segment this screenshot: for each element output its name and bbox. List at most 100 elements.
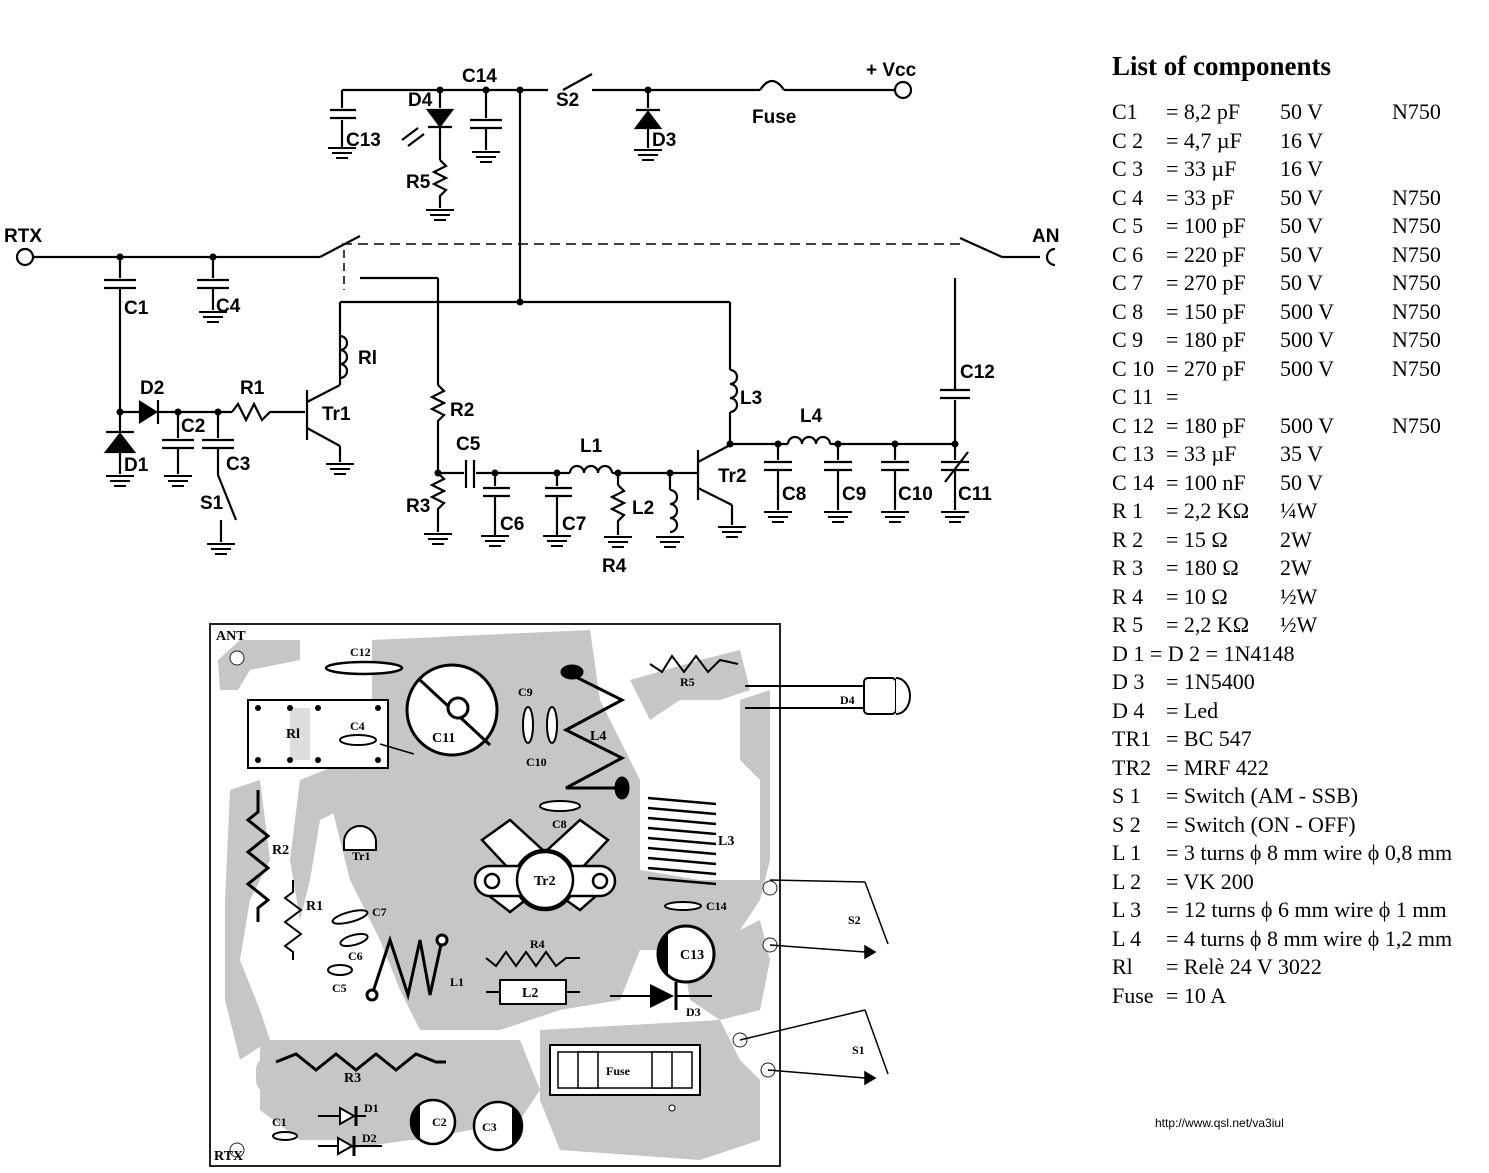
label-rtx: RTX bbox=[4, 226, 42, 247]
component-value: = 2,2 KΩ bbox=[1166, 498, 1250, 523]
pcb-label-c14: C14 bbox=[706, 899, 727, 913]
component-rating: 500 V bbox=[1280, 412, 1334, 438]
component-ref: C 10 bbox=[1112, 355, 1155, 381]
label-c4: C4 bbox=[216, 296, 241, 317]
component-rating: 2W bbox=[1280, 555, 1312, 580]
label-c1: C1 bbox=[124, 298, 149, 319]
label-l2: L2 bbox=[632, 498, 654, 519]
component-value: = Relè 24 V 3022 bbox=[1166, 954, 1322, 979]
label-d3: D3 bbox=[652, 130, 676, 151]
component-ref: Rl bbox=[1112, 954, 1133, 979]
component-rating: 50 V bbox=[1280, 213, 1323, 238]
component-tempco: N750 bbox=[1392, 270, 1441, 295]
pcb-label-l4: L4 bbox=[590, 729, 606, 744]
component-ref: L 1 bbox=[1112, 840, 1142, 865]
component-row: L 1= 3 turns ϕ 8 mm wire ϕ 0,8 mm bbox=[1112, 839, 1482, 868]
component-tempco: N750 bbox=[1392, 327, 1441, 352]
component-value: = 1N5400 bbox=[1166, 669, 1255, 694]
component-ref: R 3 bbox=[1112, 555, 1144, 580]
pcb-label-c6: C6 bbox=[348, 949, 363, 963]
label-d2: D2 bbox=[140, 378, 164, 399]
label-c13: C13 bbox=[346, 130, 381, 151]
pcb-label-r2: R2 bbox=[272, 843, 289, 858]
component-ref: L 3 bbox=[1112, 897, 1142, 922]
component-row: D 4= Led bbox=[1112, 697, 1482, 726]
component-value: = 33 pF bbox=[1166, 184, 1235, 210]
component-ref: C 9 bbox=[1112, 327, 1144, 352]
component-ref: D 4 bbox=[1112, 697, 1145, 723]
component-value: = 150 pF bbox=[1166, 298, 1246, 324]
component-row: S 2 = Switch (ON - OFF) bbox=[1112, 811, 1482, 840]
label-r3: R3 bbox=[406, 496, 430, 517]
pcb-label-c10: C10 bbox=[526, 755, 547, 769]
component-ref: C 13 bbox=[1112, 441, 1155, 466]
component-row: Rl = Relè 24 V 3022 bbox=[1112, 953, 1482, 982]
pcb-label-d3: D3 bbox=[686, 1005, 701, 1019]
component-value: = bbox=[1166, 384, 1179, 409]
component-value: = BC 547 bbox=[1166, 726, 1252, 751]
component-row: C 11= bbox=[1112, 383, 1482, 412]
component-value: = VK 200 bbox=[1166, 868, 1254, 894]
component-value: = 15 Ω bbox=[1166, 526, 1228, 552]
pcb-label-tr2: Tr2 bbox=[534, 874, 556, 889]
component-ref: R 2 bbox=[1112, 526, 1144, 552]
pcb-label-c3: C3 bbox=[482, 1120, 497, 1134]
component-ref: Fuse bbox=[1112, 982, 1154, 1008]
component-tempco: N750 bbox=[1392, 355, 1441, 381]
pcb-label-rl: Rl bbox=[286, 727, 300, 742]
pcb-label-c13: C13 bbox=[680, 948, 704, 963]
pcb-label-c11: C11 bbox=[432, 731, 455, 746]
pcb-label-c1: C1 bbox=[272, 1115, 287, 1129]
component-rating: 500 V bbox=[1280, 298, 1334, 324]
pcb-label-r4: R4 bbox=[530, 937, 545, 951]
component-value: = 4,7 µF bbox=[1166, 127, 1242, 153]
component-value: = 10 A bbox=[1166, 982, 1227, 1008]
label-s2: S2 bbox=[556, 90, 579, 111]
component-value: = 2,2 KΩ bbox=[1166, 612, 1250, 637]
component-ref: C 5 bbox=[1112, 213, 1144, 238]
pcb-label-s2: S2 bbox=[848, 913, 861, 927]
components-title: List of components bbox=[1112, 51, 1332, 81]
component-ref: S 2 bbox=[1112, 811, 1141, 837]
component-value: = 180 Ω bbox=[1166, 555, 1239, 580]
component-rating: 16 V bbox=[1280, 127, 1323, 153]
component-value: = Switch (ON - OFF) bbox=[1166, 811, 1356, 837]
pcb-label-c5: C5 bbox=[332, 981, 347, 995]
pcb-label-r1: R1 bbox=[306, 899, 323, 914]
component-ref: R 1 bbox=[1112, 498, 1144, 523]
component-row: L 2= VK 200 bbox=[1112, 868, 1482, 897]
component-ref: C 2 bbox=[1112, 127, 1144, 153]
component-row: D 3= 1N5400 bbox=[1112, 668, 1482, 697]
label-r4: R4 bbox=[602, 556, 627, 577]
label-c9: C9 bbox=[842, 484, 866, 505]
component-row: R 1 = 2,2 KΩ ¼W bbox=[1112, 497, 1482, 526]
component-rating: 500 V bbox=[1280, 355, 1334, 381]
label-c10: C10 bbox=[898, 484, 933, 505]
pcb-label-c8: C8 bbox=[552, 817, 567, 831]
component-ref: C1 bbox=[1112, 99, 1138, 124]
component-rating: ½W bbox=[1280, 612, 1318, 637]
component-ref: C 4 bbox=[1112, 184, 1144, 210]
component-value: = 180 pF bbox=[1166, 412, 1246, 438]
component-row: R 3 = 180 Ω 2W bbox=[1112, 554, 1482, 583]
pcb-label-r3: R3 bbox=[344, 1071, 361, 1086]
component-rating: ½W bbox=[1280, 583, 1318, 609]
component-rating: 50 V bbox=[1280, 99, 1323, 124]
source-url: http://www.qsl.net/va3iul bbox=[1155, 1116, 1284, 1130]
label-l1: L1 bbox=[580, 436, 603, 457]
component-rating: 50 V bbox=[1280, 469, 1323, 495]
component-tempco: N750 bbox=[1392, 298, 1441, 324]
component-rating: ¼W bbox=[1280, 498, 1318, 523]
label-r5: R5 bbox=[406, 172, 431, 193]
component-row: TR2= MRF 422 bbox=[1112, 754, 1482, 783]
component-ref: L 4 bbox=[1112, 925, 1142, 951]
label-c8: C8 bbox=[782, 484, 806, 505]
label-c5: C5 bbox=[456, 434, 481, 455]
